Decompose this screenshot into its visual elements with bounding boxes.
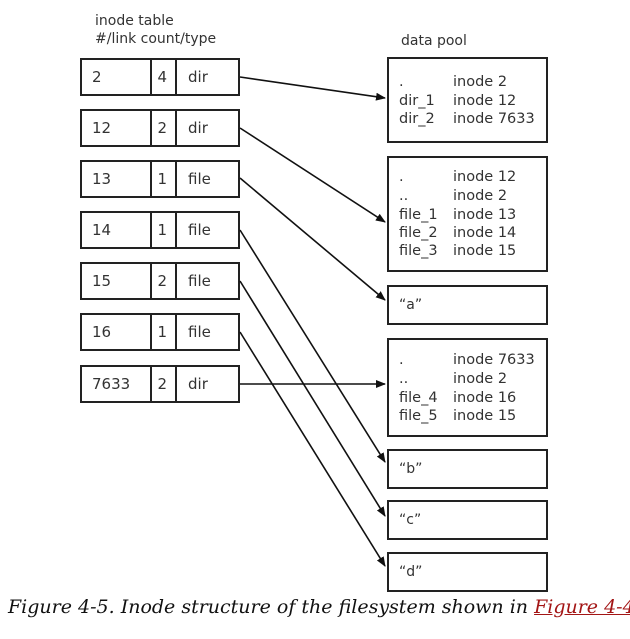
dir-entry-name: .. bbox=[399, 188, 409, 204]
inode-type: file bbox=[188, 272, 211, 290]
dir-entry-inode: inode 2 bbox=[453, 371, 508, 387]
dir-entry-name: file_1 bbox=[399, 207, 438, 223]
inode-row-16: 16 1 file bbox=[80, 313, 240, 351]
inode-row-14: 14 1 file bbox=[80, 211, 240, 249]
inode-row-2: 2 4 dir bbox=[80, 58, 240, 96]
dir-entry-inode: inode 7633 bbox=[453, 352, 535, 368]
dir-entry-inode: inode 13 bbox=[453, 207, 517, 223]
link-count: 1 bbox=[152, 315, 177, 349]
dir-entry-name: dir_1 bbox=[399, 93, 435, 109]
arrow-inode-15-to-file-c bbox=[239, 280, 386, 517]
link-count: 4 bbox=[152, 60, 177, 94]
arrow-inode-13-to-file-a bbox=[239, 177, 386, 301]
dir-entry-name: dir_2 bbox=[399, 111, 435, 127]
inode-table-title: inode table bbox=[95, 13, 174, 29]
dir-entry-name: . bbox=[399, 169, 404, 185]
dir-entry-name: . bbox=[399, 352, 404, 368]
inode-type: dir bbox=[188, 375, 208, 393]
inode-type: file bbox=[188, 221, 211, 239]
inode-number: 7633 bbox=[82, 367, 152, 401]
inode-number: 16 bbox=[82, 315, 152, 349]
link-count: 2 bbox=[152, 264, 177, 298]
data-pool-file-c: “c” bbox=[387, 500, 548, 540]
dir-entry-inode: inode 16 bbox=[453, 390, 517, 406]
file-contents: “d” bbox=[399, 564, 423, 580]
inode-type: file bbox=[188, 170, 211, 188]
inode-row-15: 15 2 file bbox=[80, 262, 240, 300]
inode-number: 14 bbox=[82, 213, 152, 247]
inode-number: 13 bbox=[82, 162, 152, 196]
arrow-inode-2-to-dir bbox=[239, 76, 386, 101]
inode-type: dir bbox=[188, 68, 208, 86]
dir-entry-inode: inode 14 bbox=[453, 225, 517, 241]
dir-entry-name: file_2 bbox=[399, 225, 438, 241]
inode-number: 15 bbox=[82, 264, 152, 298]
data-pool-dir-inode-7633: . inode 7633 .. inode 2 file_4 inode 16 … bbox=[387, 338, 548, 437]
inode-number: 12 bbox=[82, 111, 152, 145]
inode-number: 2 bbox=[82, 60, 152, 94]
file-contents: “c” bbox=[399, 512, 422, 528]
dir-entry-inode: inode 12 bbox=[453, 169, 517, 185]
inode-type: file bbox=[188, 323, 211, 341]
dir-entry-inode: inode 12 bbox=[453, 93, 517, 109]
data-pool-title: data pool bbox=[401, 33, 467, 49]
dir-entry-name: file_4 bbox=[399, 390, 438, 406]
link-count: 2 bbox=[152, 111, 177, 145]
inode-row-12: 12 2 dir bbox=[80, 109, 240, 147]
dir-entry-inode: inode 2 bbox=[453, 188, 508, 204]
file-contents: “a” bbox=[399, 297, 423, 313]
arrow-inode-14-to-file-b bbox=[239, 229, 386, 463]
data-pool-file-b: “b” bbox=[387, 449, 548, 489]
dir-entry-name: . bbox=[399, 74, 404, 90]
inode-type: dir bbox=[188, 119, 208, 137]
link-count: 1 bbox=[152, 162, 177, 196]
dir-entry-inode: inode 15 bbox=[453, 408, 517, 424]
dir-entry-inode: inode 2 bbox=[453, 74, 508, 90]
dir-entry-inode: inode 15 bbox=[453, 243, 517, 259]
data-pool-file-d: “d” bbox=[387, 552, 548, 592]
dir-entry-name: file_5 bbox=[399, 408, 438, 424]
data-pool-dir-inode-12: . inode 12 .. inode 2 file_1 inode 13 fi… bbox=[387, 156, 548, 272]
dir-entry-inode: inode 7633 bbox=[453, 111, 535, 127]
dir-entry-name: .. bbox=[399, 371, 409, 387]
caption-figure-link[interactable]: Figure 4-4 bbox=[534, 596, 630, 618]
inode-table-subtitle: #/link count/type bbox=[95, 31, 217, 47]
arrow-inode-16-to-file-d bbox=[239, 331, 386, 567]
file-contents: “b” bbox=[399, 461, 423, 477]
inode-row-7633: 7633 2 dir bbox=[80, 365, 240, 403]
data-pool-file-a: “a” bbox=[387, 285, 548, 325]
data-pool-dir-inode-2: . inode 2 dir_1 inode 12 dir_2 inode 763… bbox=[387, 57, 548, 143]
inode-row-13: 13 1 file bbox=[80, 160, 240, 198]
caption-text: Figure 4-5. Inode structure of the files… bbox=[8, 596, 535, 618]
link-count: 1 bbox=[152, 213, 177, 247]
figure-caption: Figure 4-5. Inode structure of the files… bbox=[8, 596, 630, 618]
arrow-inode-12-to-dir bbox=[239, 127, 386, 223]
link-count: 2 bbox=[152, 367, 177, 401]
dir-entry-name: file_3 bbox=[399, 243, 438, 259]
